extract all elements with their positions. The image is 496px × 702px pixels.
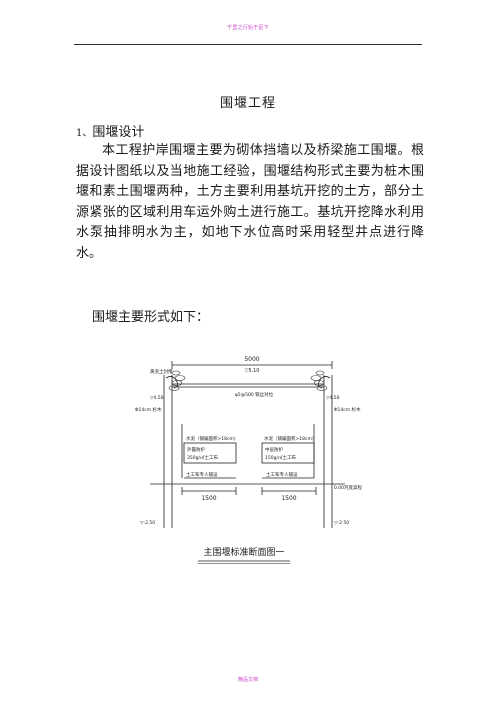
right-protection-box xyxy=(261,442,315,464)
figure-caption: 主围堰标准断面图一 xyxy=(203,546,284,558)
page-header-text: 千里之行始于足下 xyxy=(227,25,269,31)
left-elevation: ▽4.50 xyxy=(150,395,164,401)
section-title: 围堰设计 xyxy=(92,125,145,140)
right-mat-label: 水泥（铺编面积>18cm） xyxy=(264,435,316,442)
right-fill-label: 土工布专人铺设 xyxy=(266,471,298,478)
right-elevation: ▽4.50 xyxy=(326,395,340,401)
document-title: 围堰工程 xyxy=(219,96,276,111)
section-number: 1、 xyxy=(76,128,93,139)
body-paragraph: 本工程护岸围堰主要为砌体挡墙以及桥梁施工围堰。根据设计图纸以及当地施工经验，围堰… xyxy=(76,143,424,261)
left-mat-label: 水泥（铺编面积>18cm） xyxy=(186,435,238,442)
left-protection-box xyxy=(183,442,237,464)
left-box-value: 350g/㎡土工布 xyxy=(187,454,218,461)
top-elevation: ▽5.10 xyxy=(245,368,260,374)
left-clay-fill xyxy=(168,370,186,391)
right-pile-label: Φ14cm 杉木 xyxy=(334,406,361,413)
header-rule xyxy=(74,44,422,45)
forms-intro: 围堰主要形式如下： xyxy=(92,310,210,325)
width-label: 5000 xyxy=(244,356,259,363)
bottom-right-elevation: ▽-2.50 xyxy=(334,520,349,526)
bottom-left-elevation: ▽-2.50 xyxy=(140,520,155,526)
left-box-title: 外露防护 xyxy=(187,446,205,453)
right-box-title: 中层防护 xyxy=(265,446,283,453)
river-bed-label: 0.00河底高程 xyxy=(334,484,363,491)
right-clay-fill xyxy=(310,370,328,391)
left-dimension: 1500 xyxy=(201,495,216,502)
section-heading: 1、围堰设计 xyxy=(76,121,144,140)
page-footer-text: 精品文档 xyxy=(237,677,258,683)
left-mark-label: 黄泥土封堵 xyxy=(150,368,173,375)
right-dimension: 1500 xyxy=(281,495,296,502)
right-box-value: 150g/㎡土工布 xyxy=(265,454,296,461)
left-pile-label: Φ14cm 杉木 xyxy=(135,406,162,413)
center-tie-label: φ5@500 铁丝对拉 xyxy=(235,391,274,398)
left-fill-label: 土工布专人铺设 xyxy=(186,471,218,478)
